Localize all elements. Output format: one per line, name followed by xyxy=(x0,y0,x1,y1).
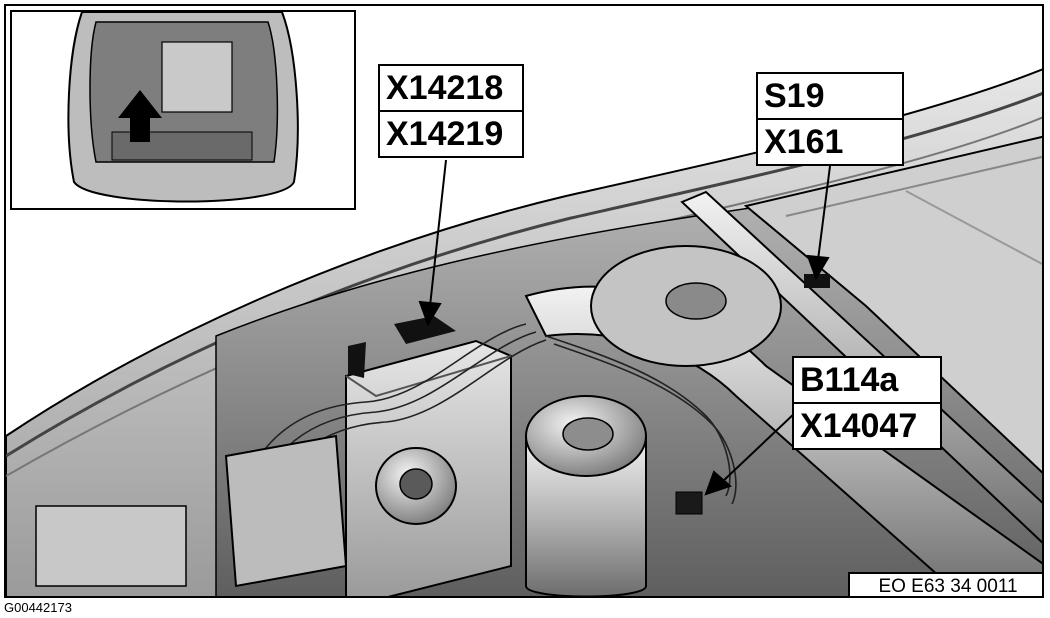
callout-b114a-x14047: B114a X14047 xyxy=(792,356,942,450)
label-b114a: B114a xyxy=(800,361,899,399)
arrow-up-icon xyxy=(118,90,162,142)
label-x14219: X14219 xyxy=(380,110,522,156)
abs-modulator xyxy=(224,434,348,588)
eo-code-label: EO E63 34 0011 xyxy=(848,572,1042,596)
callout-x14218-x14219: X14218 X14219 xyxy=(378,64,524,158)
leader-arrows xyxy=(418,159,831,496)
overview-inset xyxy=(10,10,356,210)
callout-s19-x161: S19 X161 xyxy=(756,72,904,166)
connector-x14218 xyxy=(394,316,456,344)
label-x14047: X14047 xyxy=(794,402,940,448)
connector-s19 xyxy=(804,274,830,288)
fluid-canister xyxy=(525,435,647,596)
figure-id: G00442173 xyxy=(4,600,72,615)
diagram-frame: X14218 X14219 S19 X161 B114a X14047 EO E… xyxy=(4,4,1044,598)
fender-lip xyxy=(6,91,1042,458)
label-x161: X161 xyxy=(758,118,902,164)
label-s19: S19 xyxy=(764,77,825,115)
cowl-cover xyxy=(743,135,1042,474)
car-top-view xyxy=(67,12,299,203)
label-x14218: X14218 xyxy=(386,69,504,107)
bracket xyxy=(35,505,187,587)
connector-b114a xyxy=(675,491,703,515)
